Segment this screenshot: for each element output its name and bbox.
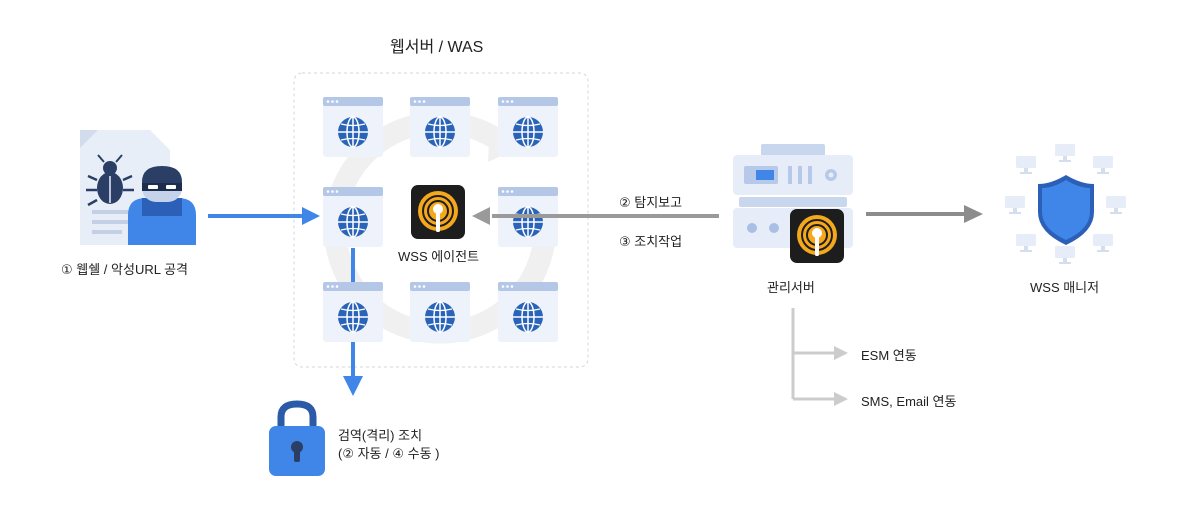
web-window bbox=[322, 96, 384, 158]
action-label: ③ 조치작업 bbox=[619, 234, 683, 249]
lock-icon bbox=[269, 400, 325, 476]
report-label: ② 탐지보고 bbox=[619, 195, 683, 210]
was-title: 웹서버 / WAS bbox=[390, 39, 484, 56]
web-window bbox=[322, 281, 384, 343]
management-server-label: 관리서버 bbox=[767, 280, 815, 295]
wss-agent-logo bbox=[410, 184, 466, 240]
quarantine-mode-label: (② 자동 / ④ 수동 ) bbox=[338, 446, 440, 461]
integration-lines bbox=[791, 308, 848, 406]
web-window bbox=[409, 96, 471, 158]
hacker-icon bbox=[80, 130, 196, 245]
web-window bbox=[409, 281, 471, 343]
web-window bbox=[322, 186, 384, 248]
attacker-label: ① 웹쉘 / 악성URL 공격 bbox=[61, 262, 188, 277]
web-window bbox=[497, 281, 559, 343]
was-container bbox=[293, 72, 589, 368]
esm-integration-label: ESM 연동 bbox=[861, 348, 917, 363]
quarantine-label: 검역(격리) 조치 bbox=[338, 428, 423, 443]
sms-email-integration-label: SMS, Email 연동 bbox=[861, 394, 957, 409]
agent-label: WSS 에이전트 bbox=[398, 249, 480, 264]
server-agent-logo bbox=[789, 208, 845, 264]
wss-manager-label: WSS 매니저 bbox=[1030, 280, 1100, 295]
web-window bbox=[497, 96, 559, 158]
